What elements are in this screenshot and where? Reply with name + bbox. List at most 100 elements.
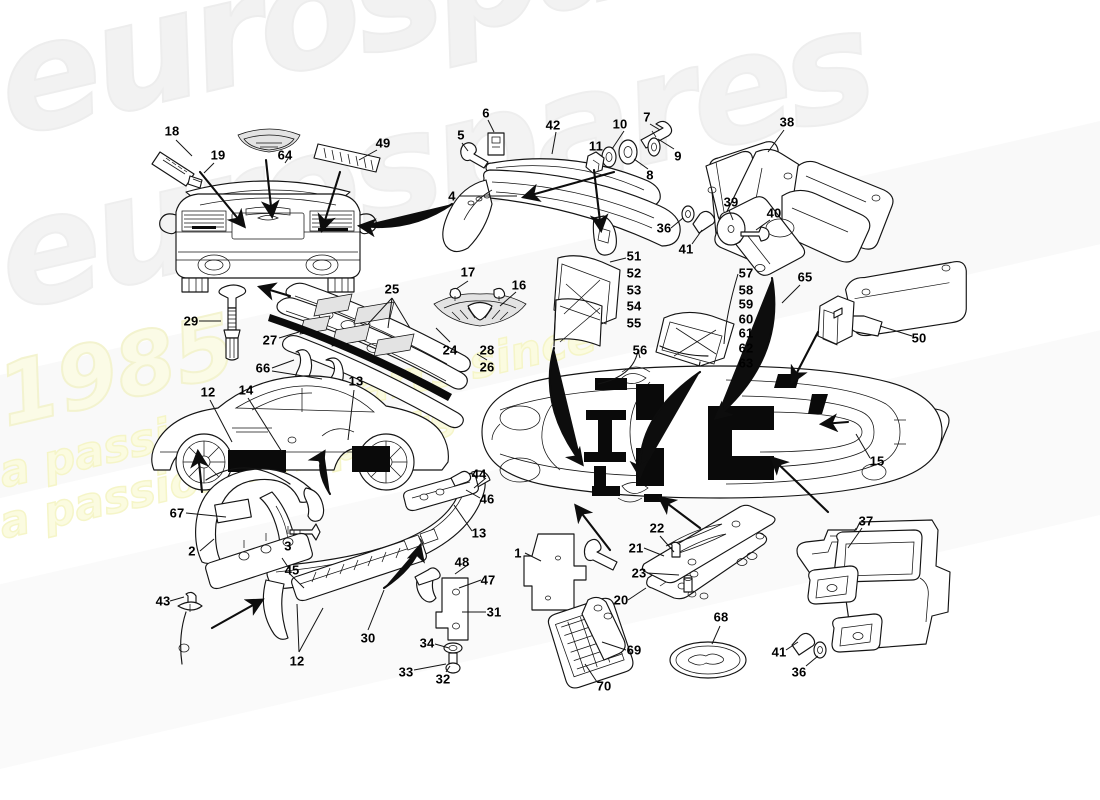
callout-number-13b: 13 xyxy=(471,525,487,541)
callout-arrows xyxy=(190,158,850,630)
callout-number-56: 56 xyxy=(632,342,648,358)
callout-number-24: 24 xyxy=(442,342,458,358)
callout-number-1: 1 xyxy=(514,545,522,561)
callout-number-19: 19 xyxy=(210,147,226,163)
callout-number-16: 16 xyxy=(511,277,527,293)
side-view-vehicle xyxy=(151,375,449,491)
callout-number-68: 68 xyxy=(713,609,729,625)
callout-number-50: 50 xyxy=(911,330,927,346)
callout-number-46: 46 xyxy=(479,491,495,507)
badge-wings-64 xyxy=(237,128,301,153)
callout-number-53: 53 xyxy=(626,282,642,298)
callout-number-10: 10 xyxy=(612,116,628,132)
fastener-43 xyxy=(177,591,203,665)
washer-9 xyxy=(647,137,661,157)
trim-strip-46 xyxy=(403,470,479,512)
callout-number-64: 64 xyxy=(277,147,293,163)
washer-10 xyxy=(601,146,617,168)
callout-number-6: 6 xyxy=(482,105,490,121)
callout-number-70: 70 xyxy=(596,678,612,694)
heat-shield-56 xyxy=(655,311,735,373)
badge-wings-16 xyxy=(433,287,527,327)
bracket-31 xyxy=(414,567,469,674)
callout-number-2: 2 xyxy=(188,543,196,559)
washer-36 xyxy=(681,205,695,223)
callout-number-28: 28 xyxy=(479,342,495,358)
callout-number-8: 8 xyxy=(646,167,654,183)
callout-number-3: 3 xyxy=(284,538,292,554)
callout-number-17: 17 xyxy=(460,264,476,280)
callout-number-57: 57 xyxy=(738,265,754,281)
grommet-68 xyxy=(669,641,747,679)
clip-19 xyxy=(187,175,203,189)
rear-spoiler-assembly xyxy=(442,158,681,256)
insulation-pad-50 xyxy=(817,261,967,346)
callout-number-26: 26 xyxy=(479,359,495,375)
callout-number-30: 30 xyxy=(360,630,376,646)
lettering-strip-49 xyxy=(313,143,381,173)
callout-number-11: 11 xyxy=(588,138,604,154)
callout-number-27: 27 xyxy=(262,332,278,348)
callout-number-5: 5 xyxy=(457,127,465,143)
callout-number-55: 55 xyxy=(626,315,642,331)
bolt-41b xyxy=(791,632,816,656)
callout-number-7: 7 xyxy=(643,109,651,125)
callout-number-20: 20 xyxy=(613,592,629,608)
callout-number-41b: 41 xyxy=(771,644,787,660)
callout-number-45: 45 xyxy=(284,562,300,578)
callout-number-14: 14 xyxy=(238,382,254,398)
bolt-near-1 xyxy=(583,538,618,571)
bolt-7 xyxy=(640,120,673,149)
callout-number-63: 63 xyxy=(738,355,754,371)
washer-36b xyxy=(813,641,827,659)
floor-panel-20 xyxy=(641,504,776,600)
callout-number-61: 61 xyxy=(738,325,754,341)
leader-lines xyxy=(169,119,913,683)
fastener-29 xyxy=(218,284,247,361)
callout-number-67: 67 xyxy=(169,505,185,521)
callout-number-62: 62 xyxy=(738,340,754,356)
callout-number-38: 38 xyxy=(779,114,795,130)
callout-number-39: 39 xyxy=(723,194,739,210)
bolt-41 xyxy=(692,210,716,234)
callout-number-59: 59 xyxy=(738,296,754,312)
callout-number-37: 37 xyxy=(858,513,874,529)
lettering-strip-18 xyxy=(151,151,195,187)
callout-number-66: 66 xyxy=(255,360,271,376)
heat-shield-51 xyxy=(553,255,621,347)
callout-number-51: 51 xyxy=(626,248,642,264)
callout-number-12b: 12 xyxy=(289,653,305,669)
bolt-40 xyxy=(740,226,770,242)
callout-number-33: 33 xyxy=(398,664,414,680)
nut-11 xyxy=(585,151,605,174)
callout-number-29: 29 xyxy=(183,313,199,329)
callout-number-52: 52 xyxy=(626,265,642,281)
clip-6 xyxy=(487,132,505,156)
callout-number-58: 58 xyxy=(738,282,754,298)
callout-number-12: 12 xyxy=(200,384,216,400)
callout-number-69: 69 xyxy=(626,642,642,658)
callout-number-47: 47 xyxy=(480,572,496,588)
scuttle-panel-27 xyxy=(268,282,471,429)
callout-number-25: 25 xyxy=(384,281,400,297)
callout-number-49: 49 xyxy=(375,135,391,151)
washer-8 xyxy=(618,139,638,165)
callout-number-54: 54 xyxy=(626,298,642,314)
callout-number-15: 15 xyxy=(869,453,885,469)
bracket-1 xyxy=(523,533,587,611)
callout-number-43: 43 xyxy=(155,593,171,609)
fastener-5 xyxy=(460,142,489,169)
mud-flap-70 xyxy=(547,596,634,689)
callout-number-18: 18 xyxy=(164,123,180,139)
sill-trim-30 xyxy=(205,470,491,640)
callout-number-41: 41 xyxy=(678,241,694,257)
callout-number-36: 36 xyxy=(656,220,672,236)
callout-number-65: 65 xyxy=(797,269,813,285)
top-view-vehicle xyxy=(481,365,943,503)
rear-view-vehicle xyxy=(159,180,377,293)
callout-number-44: 44 xyxy=(471,466,487,482)
callout-number-48: 48 xyxy=(454,554,470,570)
washer-39 xyxy=(716,212,746,246)
